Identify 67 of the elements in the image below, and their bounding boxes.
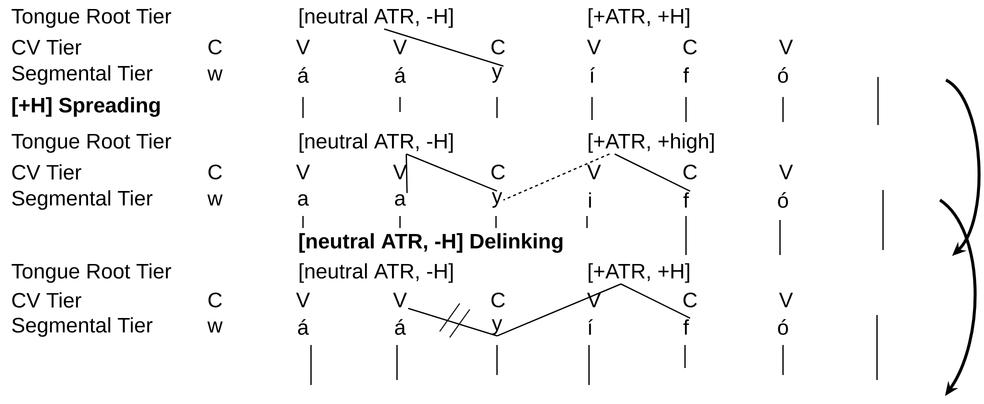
tier-element: y [492,319,502,335]
tier-text: á [395,67,406,83]
tier-text: V [779,292,793,308]
tier-text: ó [778,192,788,208]
tier-text: C [684,164,697,180]
tier-element: [+ATR, +high] [588,133,714,153]
tier-text: f [683,67,689,83]
tier-text: á [298,319,309,335]
tier-element: [neutral ATR, -H] [300,8,453,28]
tier-text: CV Tier [12,39,82,55]
tier-element: f [683,319,689,335]
association-line [408,308,498,337]
association-line [496,283,622,337]
tier-text: ó [778,67,788,83]
tier-text: V [587,292,601,308]
tier-text: Tongue Root Tier [12,133,172,153]
tier-text: V [779,164,793,180]
tier-text: V [296,40,310,54]
tier-text: w [207,321,223,333]
tier-text: í [588,319,593,335]
tier-text: V [587,164,601,180]
tier-text: Tongue Root Tier [12,263,172,283]
tier-text: á [298,67,309,83]
association-line [614,153,690,192]
tier-text: Segmental Tier [12,190,152,210]
tier-element: y [492,192,502,208]
tier-text: á [395,319,406,335]
tier-text: C [492,292,505,308]
association-line [503,153,610,201]
tier-text: C [684,40,697,54]
tier-text: V [779,40,793,54]
tier-element: f [683,192,689,208]
heading: [neutral ATR, -H] Delinking [299,233,562,253]
tier-text: Segmental Tier [12,317,152,337]
tier-text: w [207,194,223,206]
tier-element: [neutral ATR, -H] [300,263,453,283]
tier-text: V [296,164,310,180]
association-line [406,154,408,194]
tier-element: [+ATR, +H] [588,263,690,283]
tier-text: C [208,292,222,308]
tier-text: Tongue Root Tier [12,8,172,28]
tier-text: Segmental Tier [12,65,152,85]
tier-text: C [684,292,697,308]
tier-element: a [395,194,406,206]
tier-text: ó [778,319,788,335]
tier-text: w [207,69,223,81]
association-line [384,28,504,67]
tier-text: a [298,194,309,206]
tier-element: y [492,67,502,83]
tier-text: V [587,40,601,54]
tier-text: C [492,40,505,54]
tier-element: [neutral ATR, -H] [300,133,453,153]
tier-element: V [393,292,407,308]
heading: [+H] Spreading [12,97,160,117]
association-line [406,153,498,192]
tier-text: V [393,164,407,180]
tier-text: i [589,192,591,208]
association-line [620,283,690,319]
tier-text: C [208,40,222,54]
tier-text: C [208,164,222,180]
tier-text: V [393,40,407,54]
tier-text: CV Tier [12,164,82,180]
tier-text: CV Tier [12,292,82,308]
tier-text: í [590,67,595,83]
tier-text: C [492,164,505,180]
tier-text: [+ATR, +H] [588,8,690,28]
tier-text: V [296,292,310,308]
